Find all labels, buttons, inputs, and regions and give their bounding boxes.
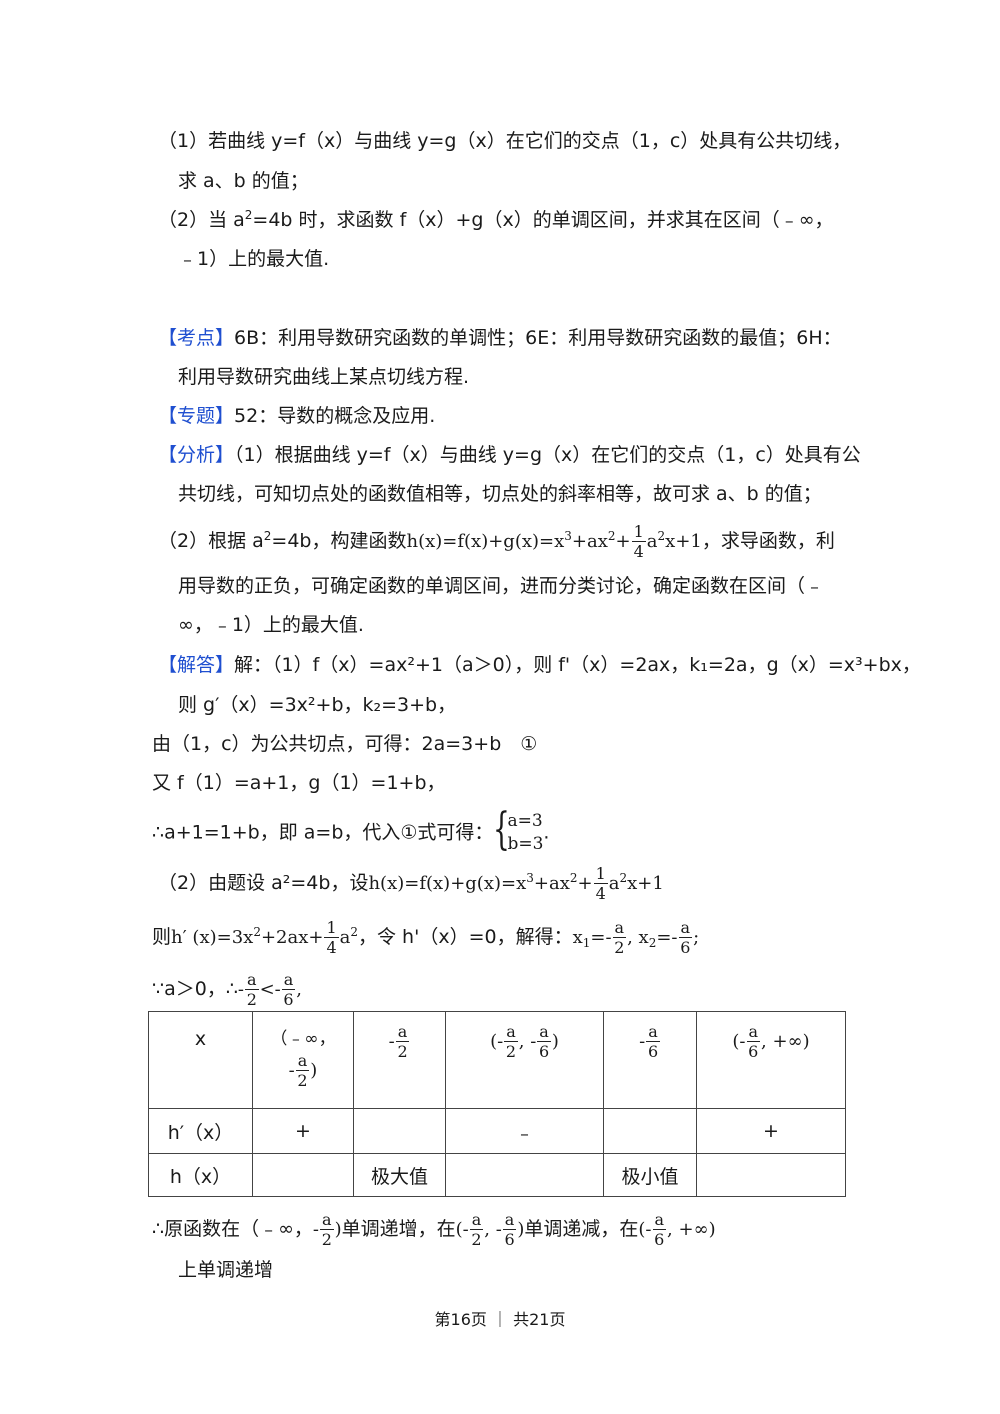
fenxi-line4: 用导数的正负，可确定函数的单调区间，进而分类讨论，确定函数在区间（﹣ (178, 575, 825, 597)
equation-system: a=3b=3 (493, 810, 543, 856)
jieda-line3: 由（1，c）为公共切点，可得：2a=3+b ① (152, 733, 538, 755)
fenxi-tag: 【分析】 (158, 444, 235, 466)
table-cell (603, 1108, 697, 1154)
kaodian-tag: 【考点】 (158, 327, 235, 349)
table-cell: + (252, 1108, 354, 1154)
jieda-line5: ∴a+1=1+b，即 a=b，代入①式可得：a=3b=3. (152, 810, 549, 856)
kaodian-line2: 利用导数研究曲线上某点切线方程. (178, 366, 470, 388)
zhuanti-line: 【专题】52：导数的概念及应用. (158, 405, 436, 427)
table-cell: 极小值 (603, 1153, 697, 1197)
table-cell (353, 1108, 446, 1154)
jieda-line1: 【解答】解：（1）f（x）=ax²+1（a＞0），则 f'（x）=2ax，k₁=… (158, 654, 921, 676)
question-1-line2: 求 a、b 的值； (178, 170, 309, 192)
table-cell: h′（x） (148, 1108, 253, 1154)
jieda-line4: 又 f（1）=a+1，g（1）=1+b， (152, 772, 446, 794)
page-footer: 第16页 ｜ 共21页 (434, 1310, 566, 1329)
question-2-line1: （2）当 a2=4b 时，求函数 f（x）+g（x）的单调区间，并求其在区间（﹣… (158, 208, 834, 231)
table-row-h: h（x） 极大值 极小值 (148, 1153, 846, 1197)
fenxi-line5: ∞，﹣1）上的最大值. (178, 614, 364, 636)
table-cell: 极大值 (353, 1153, 446, 1197)
table-cell: x (148, 1011, 253, 1109)
question-2-line2: ﹣1）上的最大值. (178, 248, 330, 270)
kaodian-line1: 【考点】6B：利用导数研究函数的单调性；6E：利用导数研究函数的最值；6H： (158, 327, 842, 349)
fenxi-line1: 【分析】（1）根据曲线 y=f（x）与曲线 y=g（x）在它们的交点（1，c）处… (158, 444, 861, 466)
question-1-line1: （1）若曲线 y=f（x）与曲线 y=g（x）在它们的交点（1，c）处具有公共切… (158, 130, 852, 152)
table-row-hprime: h′（x） + ﹣ + (148, 1108, 846, 1154)
zhuanti-tag: 【专题】 (158, 405, 235, 427)
table-cell: h（x） (148, 1153, 253, 1197)
table-cell (445, 1153, 604, 1197)
conclusion-line2: 上单调递增 (178, 1259, 274, 1281)
jieda-tag: 【解答】 (158, 654, 235, 676)
table-cell (252, 1153, 354, 1197)
table-cell: + (696, 1108, 846, 1154)
table-cell (696, 1153, 846, 1197)
fenxi-line2: 共切线，可知切点处的函数值相等，切点处的斜率相等，故可求 a、b 的值； (178, 483, 822, 505)
table-cell: ﹣ (445, 1108, 604, 1154)
jieda-line2: 则 g′（x）=3x²+b，k₂=3+b， (178, 694, 457, 716)
